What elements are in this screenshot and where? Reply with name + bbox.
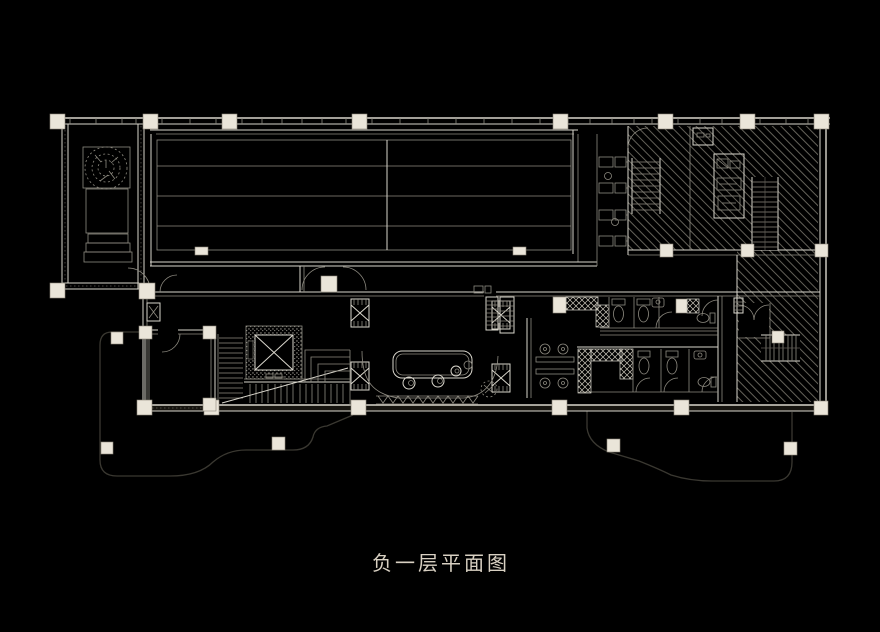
toilet (637, 350, 651, 375)
corridor-fixtures (146, 266, 515, 393)
x-column (350, 298, 370, 328)
hatched-zone-upper (628, 126, 818, 250)
toilet (665, 350, 679, 375)
door-arc (655, 311, 673, 329)
washbasin (651, 297, 665, 308)
service-stair-b (751, 177, 779, 250)
equipment-racks (598, 156, 628, 247)
lobby-steps (304, 349, 351, 406)
hatched-zone-right (737, 250, 818, 402)
building-walls (50, 117, 830, 412)
door-arc (635, 377, 679, 393)
main-staircase (217, 334, 351, 406)
door-arc (159, 274, 178, 293)
planter-room (64, 126, 151, 291)
entry-steps (83, 233, 133, 263)
door-arc (301, 266, 326, 291)
double-door (738, 303, 771, 339)
top-wall-windows (69, 118, 809, 124)
stool (450, 365, 462, 377)
equipment-block (713, 153, 745, 219)
toilet-block-bottom (577, 348, 718, 394)
decorative-floor-border (376, 395, 479, 405)
door-arc (627, 127, 649, 149)
dining-table (535, 343, 575, 389)
door-arc (161, 333, 181, 353)
plant-rooms (627, 127, 800, 362)
equipment-box (692, 127, 714, 146)
plant-symbol (480, 380, 498, 398)
door-arc (701, 376, 718, 393)
ladder-icon (733, 297, 744, 314)
toilet (636, 298, 651, 323)
planter-bed (85, 188, 129, 234)
washbasin (693, 350, 707, 360)
shelf-rack (485, 296, 499, 331)
stool (402, 376, 416, 390)
elevator-core (245, 325, 303, 381)
drawing-title: 负一层平面图 (372, 552, 510, 575)
service-stair-a (631, 158, 661, 214)
toilet-block-top (552, 296, 719, 329)
x-column (491, 363, 511, 393)
grid-columns (49, 113, 830, 456)
site-boundary-line (99, 331, 793, 482)
shelf-rack (499, 296, 515, 334)
x-column (350, 361, 370, 391)
wall-fixture (146, 302, 161, 322)
door-arc (342, 266, 367, 291)
reception-lounge (361, 350, 499, 405)
stool (431, 374, 445, 388)
toilet (611, 298, 626, 323)
pool-hall (156, 139, 572, 256)
door-arc (701, 299, 719, 317)
toilet (696, 312, 716, 324)
